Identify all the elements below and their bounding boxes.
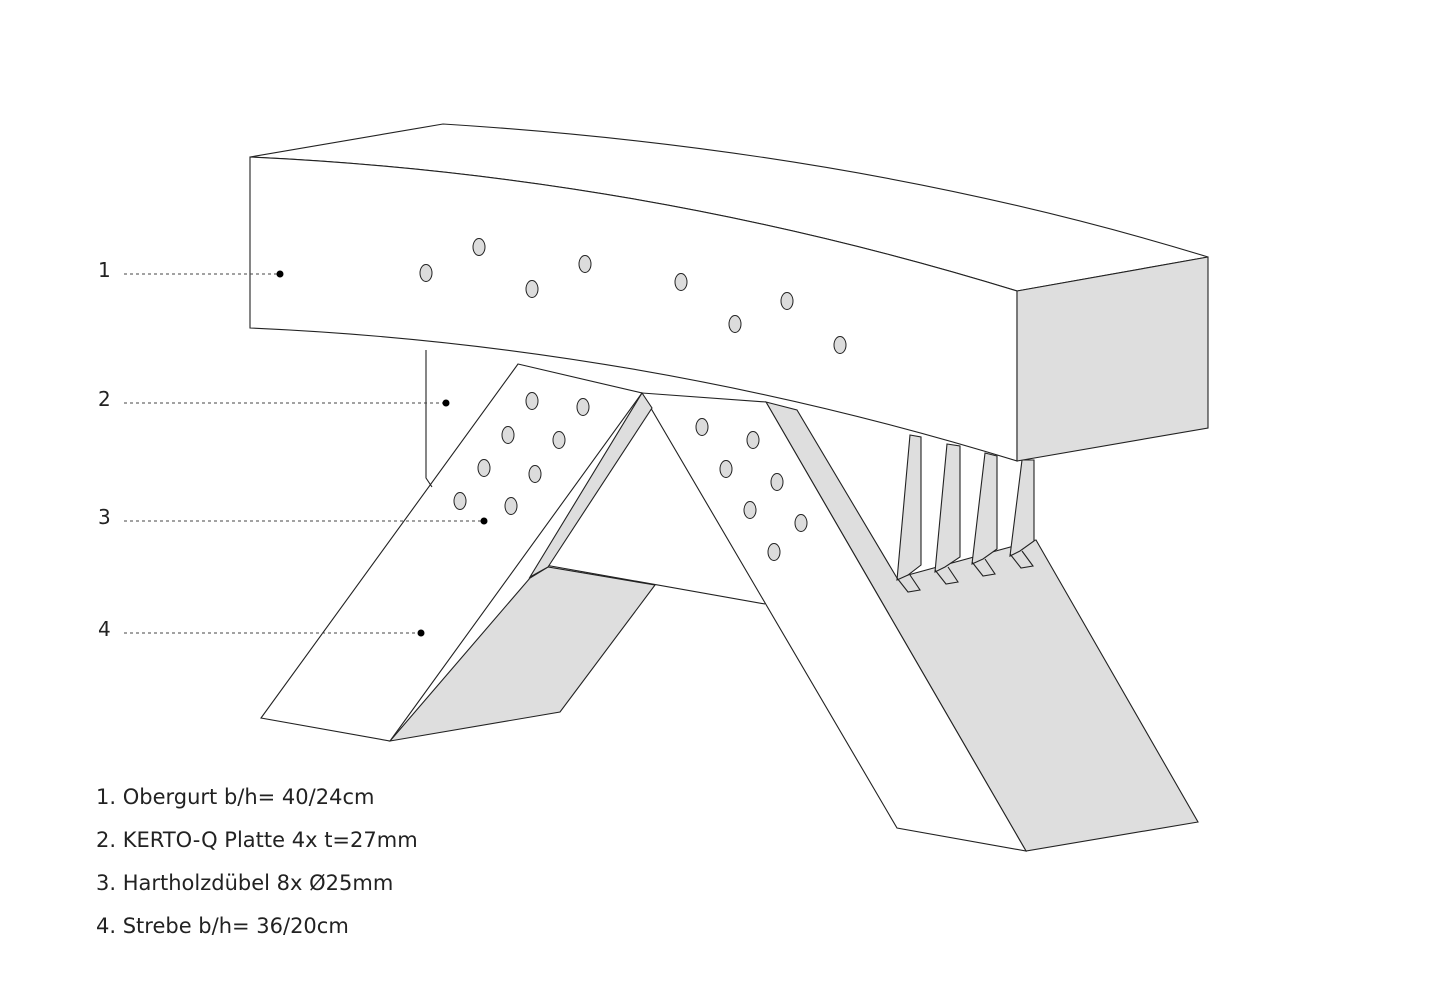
top-chord-end-face bbox=[1016, 256, 1209, 462]
leader-lines bbox=[124, 270, 488, 637]
left-strut-front-face bbox=[260, 363, 643, 742]
callout-3: 3 bbox=[98, 505, 111, 529]
dowel bbox=[525, 280, 539, 298]
dowel bbox=[453, 492, 467, 510]
dowel bbox=[746, 431, 760, 449]
dowel bbox=[770, 473, 784, 491]
plate-edge bbox=[425, 350, 433, 488]
dowel bbox=[578, 255, 592, 273]
legend-item-1: 1. Obergurt b/h= 40/24cm bbox=[96, 785, 375, 809]
kerto-plates bbox=[896, 434, 1035, 593]
dowel bbox=[719, 460, 733, 478]
dowel bbox=[472, 238, 486, 256]
callout-2: 2 bbox=[98, 387, 111, 411]
dowel bbox=[780, 292, 794, 310]
dowel bbox=[794, 514, 808, 532]
right-strut-front-face bbox=[640, 392, 1028, 852]
dowels bbox=[419, 238, 847, 561]
left-strut-inner-strip bbox=[528, 391, 653, 579]
dowel bbox=[674, 273, 688, 291]
dowel bbox=[695, 418, 709, 436]
tie-bottom-edge bbox=[544, 564, 766, 605]
dowel bbox=[528, 465, 542, 483]
legend-item-4: 4. Strebe b/h= 36/20cm bbox=[96, 914, 349, 938]
dowel bbox=[767, 543, 781, 561]
callout-4: 4 bbox=[98, 617, 111, 641]
legend-item-3: 3. Hartholzdübel 8x Ø25mm bbox=[96, 871, 394, 895]
dowel bbox=[833, 336, 847, 354]
dowel bbox=[576, 398, 590, 416]
dowel bbox=[525, 392, 539, 410]
dowel bbox=[728, 315, 742, 333]
dowel bbox=[504, 497, 518, 515]
left-strut-underside bbox=[388, 566, 656, 742]
callout-1: 1 bbox=[98, 258, 111, 282]
dowel bbox=[477, 459, 491, 477]
legend: 1. Obergurt b/h= 40/24cm 2. KERTO-Q Plat… bbox=[96, 776, 418, 948]
dowel bbox=[552, 431, 566, 449]
dowel bbox=[743, 501, 757, 519]
dowel bbox=[501, 426, 515, 444]
legend-item-2: 2. KERTO-Q Platte 4x t=27mm bbox=[96, 828, 418, 852]
dowel bbox=[419, 264, 433, 282]
